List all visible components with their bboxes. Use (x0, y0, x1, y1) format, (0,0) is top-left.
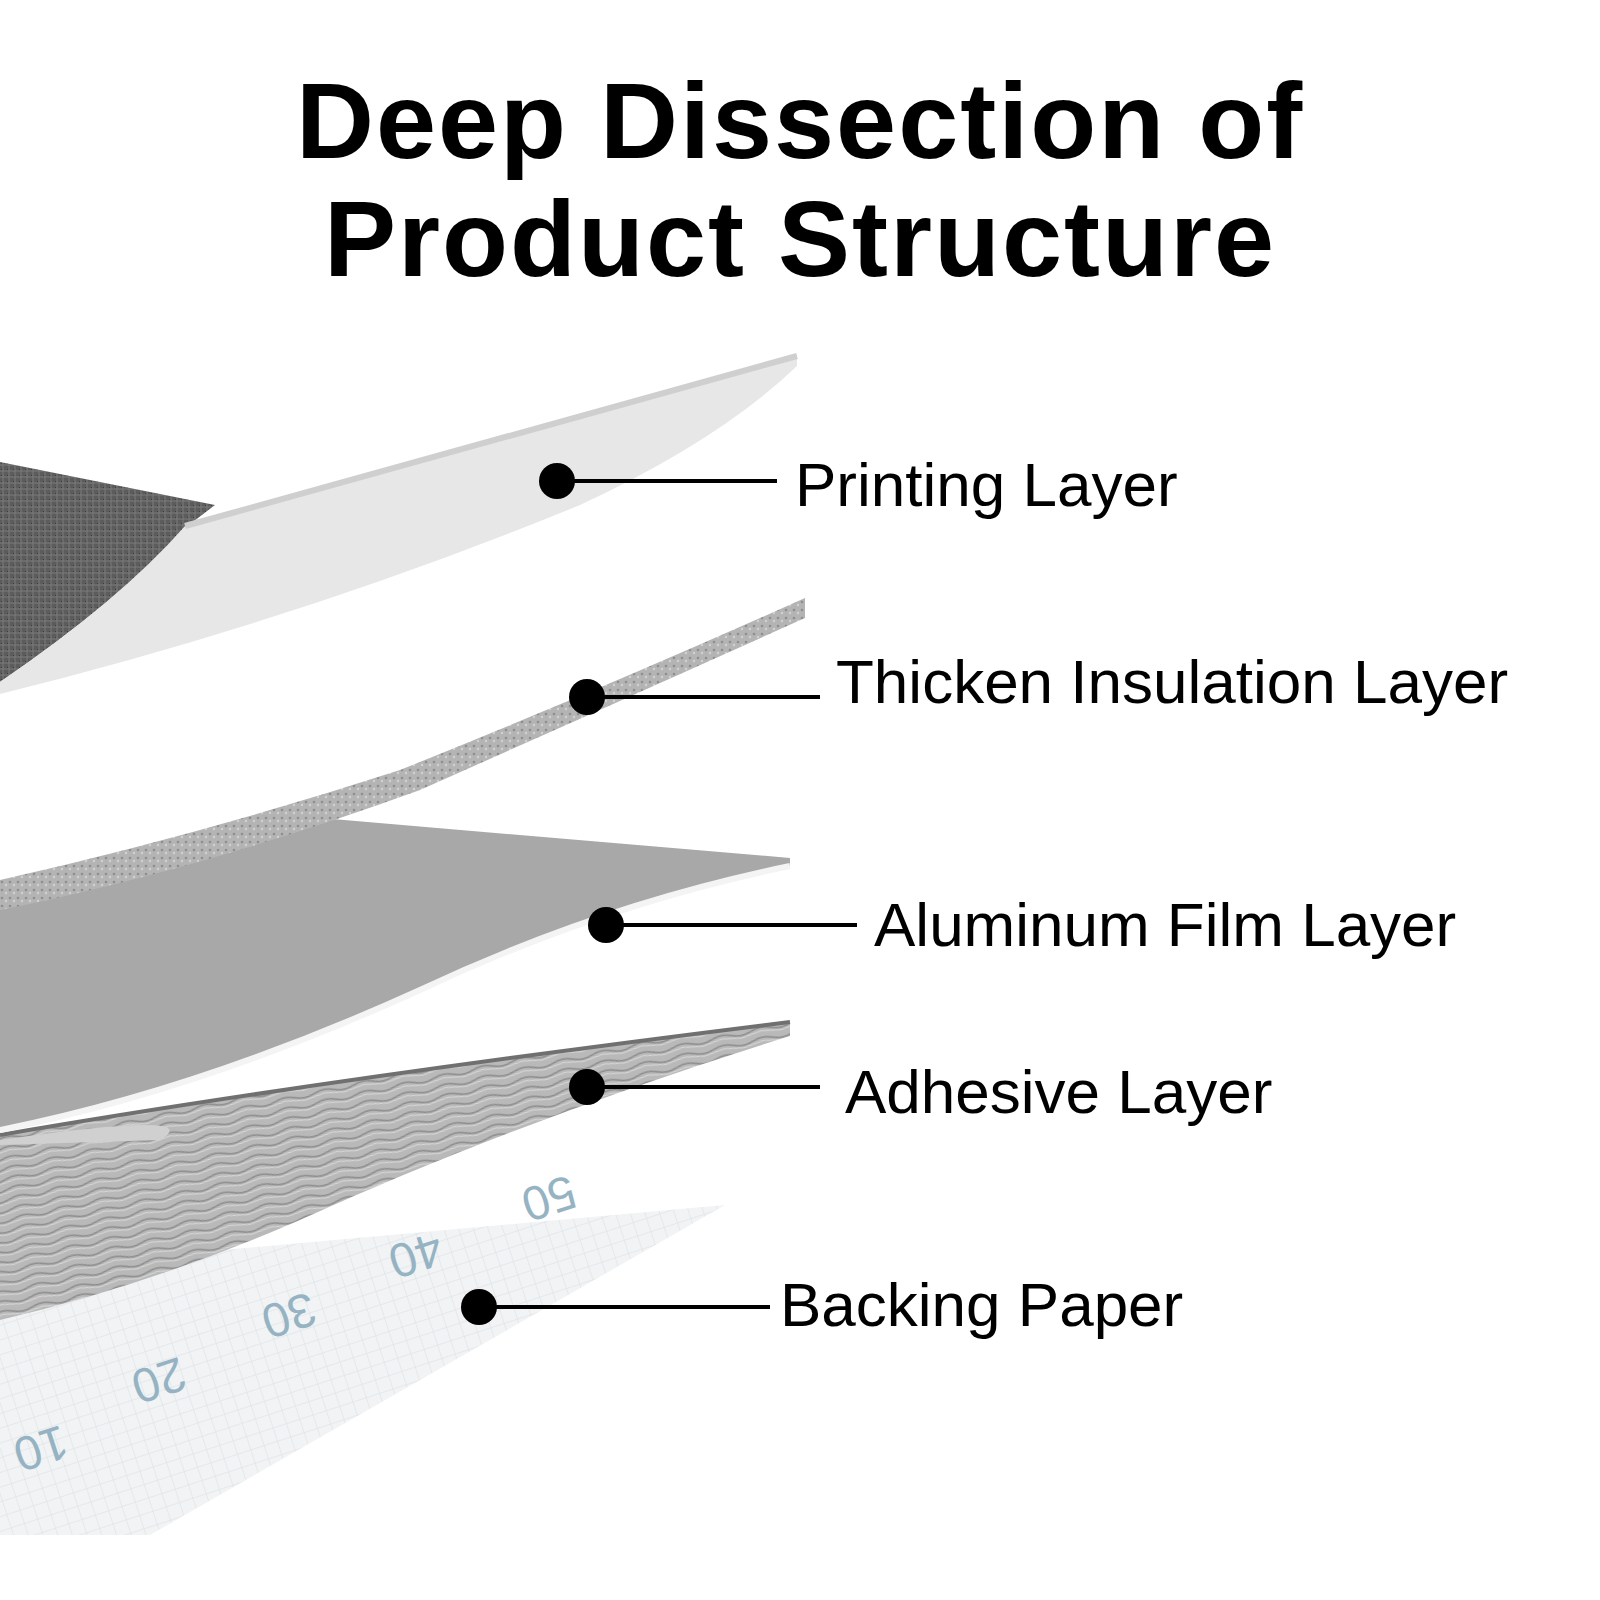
leader-line (606, 923, 857, 927)
aluminum-rim (0, 866, 790, 1130)
leader-line (587, 695, 820, 699)
printing-sheet (0, 356, 797, 694)
leader-line (557, 479, 777, 483)
callout-label: Adhesive Layer (845, 1057, 1272, 1127)
callout-label: Backing Paper (780, 1270, 1183, 1340)
leader-dot (588, 907, 624, 943)
leader-dot (569, 679, 605, 715)
callout-label: Aluminum Film Layer (874, 890, 1456, 960)
leader-line (587, 1085, 820, 1089)
printing-edge (185, 356, 797, 526)
leader-line (479, 1305, 770, 1309)
leader-dot (539, 463, 575, 499)
aluminum-bottom (0, 1125, 170, 1145)
leader-lines (479, 481, 857, 1307)
leader-dot (569, 1069, 605, 1105)
leader-dots (461, 463, 624, 1325)
callout-label: Printing Layer (795, 450, 1178, 520)
title: Deep Dissection of Product Structure (150, 62, 1450, 298)
leader-dot (461, 1289, 497, 1325)
callout-label: Thicken Insulation Layer (836, 647, 1508, 717)
